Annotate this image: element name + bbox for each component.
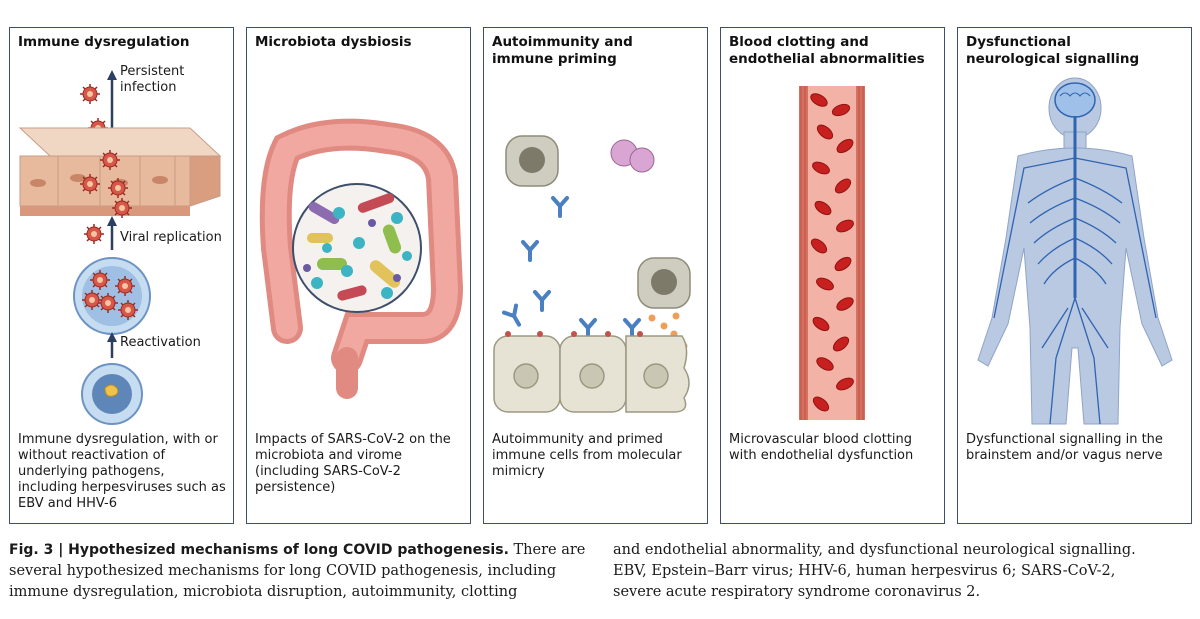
antibody-icon — [521, 240, 539, 262]
virus-icon — [83, 223, 105, 245]
virus-icon — [79, 173, 101, 195]
panel-caption: Dysfunctional signalling in the brainste… — [966, 432, 1163, 463]
primed-immune-cell-icon — [637, 257, 691, 309]
virus-icon — [99, 149, 121, 171]
persistent-infection-label: Persistent infection — [120, 64, 185, 95]
viral-replication-label: Viral replication — [120, 230, 222, 245]
panel-blood-clotting: Blood clotting and endothelial abnormali… — [720, 27, 945, 524]
figure-caption-left: Fig. 3 | Hypothesized mechanisms of long… — [9, 540, 589, 603]
figure-caption-right: and endothelial abnormality, and dysfunc… — [613, 540, 1153, 603]
panel-title: Immune dysregulation — [18, 34, 190, 50]
figure-label: Fig. 3 | Hypothesized mechanisms of long… — [9, 542, 509, 558]
virus-icon — [79, 83, 101, 105]
panel-autoimmunity: Autoimmunity and immune priming Autoimmu… — [483, 27, 708, 524]
panel-neurological-signalling: Dysfunctional neurological signalling Dy… — [957, 27, 1192, 524]
virus-pair-icon — [610, 139, 655, 173]
latent-cell-icon — [81, 363, 143, 425]
panel-immune-dysregulation: Immune dysregulation Persistent infectio… — [9, 27, 234, 524]
epithelium-icon — [18, 127, 222, 216]
microbiota-illustration — [259, 118, 464, 399]
colon-icon — [259, 118, 464, 399]
panel-caption: Microvascular blood clotting with endoth… — [729, 432, 914, 463]
panel-caption: Impacts of SARS-CoV-2 on the microbiota … — [255, 432, 451, 495]
panel-title: Dysfunctional neurological signalling — [966, 34, 1140, 67]
infected-cell-icon — [73, 257, 151, 335]
brain-icon — [1054, 82, 1096, 118]
panel-caption: Immune dysregulation, with or without re… — [18, 432, 226, 511]
tissue-cells-icon — [493, 335, 690, 413]
virus-icon — [111, 197, 133, 219]
panel-caption: Autoimmunity and primed immune cells fro… — [492, 432, 682, 479]
antibody-icon — [551, 196, 569, 218]
virus-icon — [107, 177, 129, 199]
reactivation-label: Reactivation — [120, 335, 201, 350]
panel-title: Microbiota dysbiosis — [255, 34, 412, 50]
autoimmunity-illustration — [493, 135, 691, 413]
figure-caption-text-right: and endothelial abnormality, and dysfunc… — [613, 542, 1136, 600]
figure-caption-text-left: There are several hypothesized mechanism… — [9, 542, 586, 600]
microbes-magnified-icon — [292, 183, 422, 313]
nervous-system-illustration — [977, 77, 1173, 425]
panel-microbiota-dysbiosis: Microbiota dysbiosis Impacts of SARS-CoV… — [246, 27, 471, 524]
antibody-icon — [501, 303, 528, 331]
red-blood-cells-icon — [810, 93, 854, 412]
antibody-icon — [533, 290, 551, 312]
panel-title: Blood clotting and endothelial abnormali… — [729, 34, 925, 67]
immune-dysregulation-illustration — [18, 70, 222, 425]
nerves-icon — [993, 116, 1157, 425]
blood-vessel-illustration — [799, 86, 865, 420]
immune-cell-icon — [505, 135, 559, 187]
panel-title: Autoimmunity and immune priming — [492, 34, 633, 67]
